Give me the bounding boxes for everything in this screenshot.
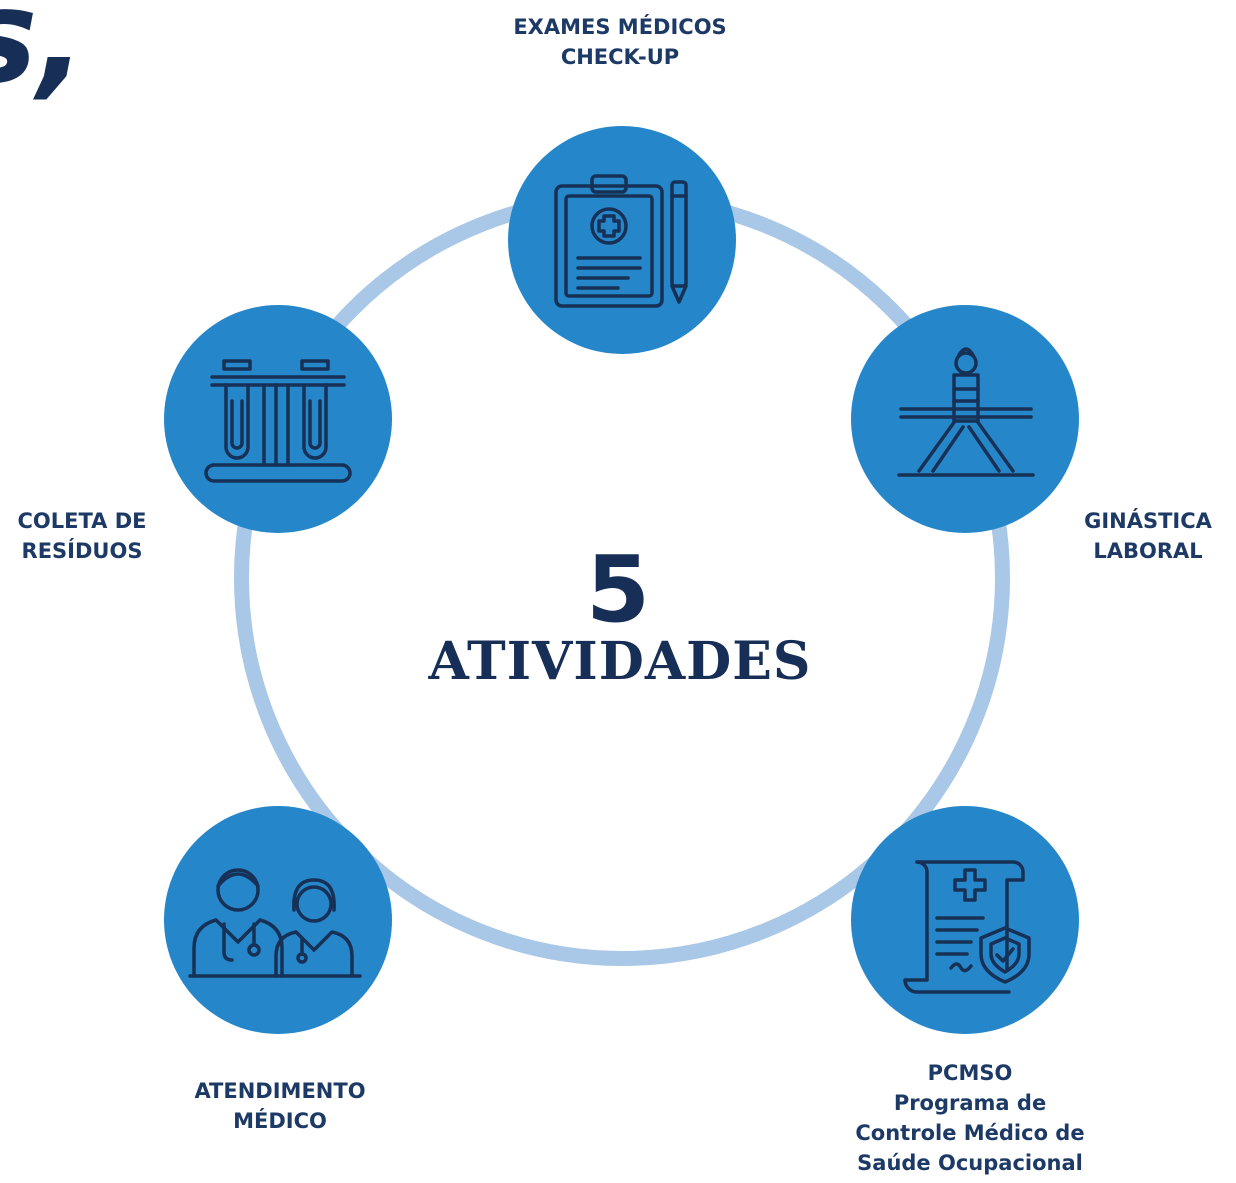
label-pcmso: PCMSO Programa de Controle Médico de Saú… [810, 1058, 1130, 1178]
label-line: PCMSO [927, 1061, 1013, 1085]
node-ginastica-laboral [851, 305, 1079, 533]
node-pcmso [851, 806, 1079, 1034]
medical-document-shield-icon [903, 860, 1031, 994]
label-coleta-de-residuos: COLETA DE RESÍDUOS [0, 506, 164, 566]
label-line: CHECK-UP [560, 45, 680, 69]
heading-fragment-text: s, [0, 0, 86, 110]
activities-count: 5 [585, 536, 650, 643]
label-line: RESÍDUOS [21, 539, 143, 563]
node-atendimento-medico [164, 806, 392, 1034]
label-line: Programa de [893, 1091, 1047, 1115]
label-line: GINÁSTICA [1084, 509, 1212, 533]
label-line: LABORAL [1093, 539, 1203, 563]
label-ginastica-laboral: GINÁSTICA LABORAL [1060, 506, 1236, 566]
activities-title: ATIVIDADES [428, 631, 812, 692]
label-line: Saúde Ocupacional [857, 1151, 1083, 1175]
label-line: COLETA DE [17, 509, 147, 533]
node-exames-medicos [508, 126, 736, 354]
label-line: MÉDICO [233, 1109, 327, 1133]
test-tubes-icon [204, 359, 352, 483]
page-title-fragment: s, [0, 0, 90, 110]
label-line: Controle Médico de [855, 1121, 1085, 1145]
clipboard-medical-icon [554, 174, 688, 308]
label-line: ATENDIMENTO [194, 1079, 366, 1103]
doctors-icon [188, 868, 362, 978]
node-coleta-de-residuos [164, 305, 392, 533]
label-atendimento-medico: ATENDIMENTO MÉDICO [150, 1076, 410, 1136]
label-line: EXAMES MÉDICOS [513, 15, 727, 39]
label-exames-medicos: EXAMES MÉDICOS CHECK-UP [460, 12, 780, 72]
stretching-person-icon [897, 347, 1035, 477]
